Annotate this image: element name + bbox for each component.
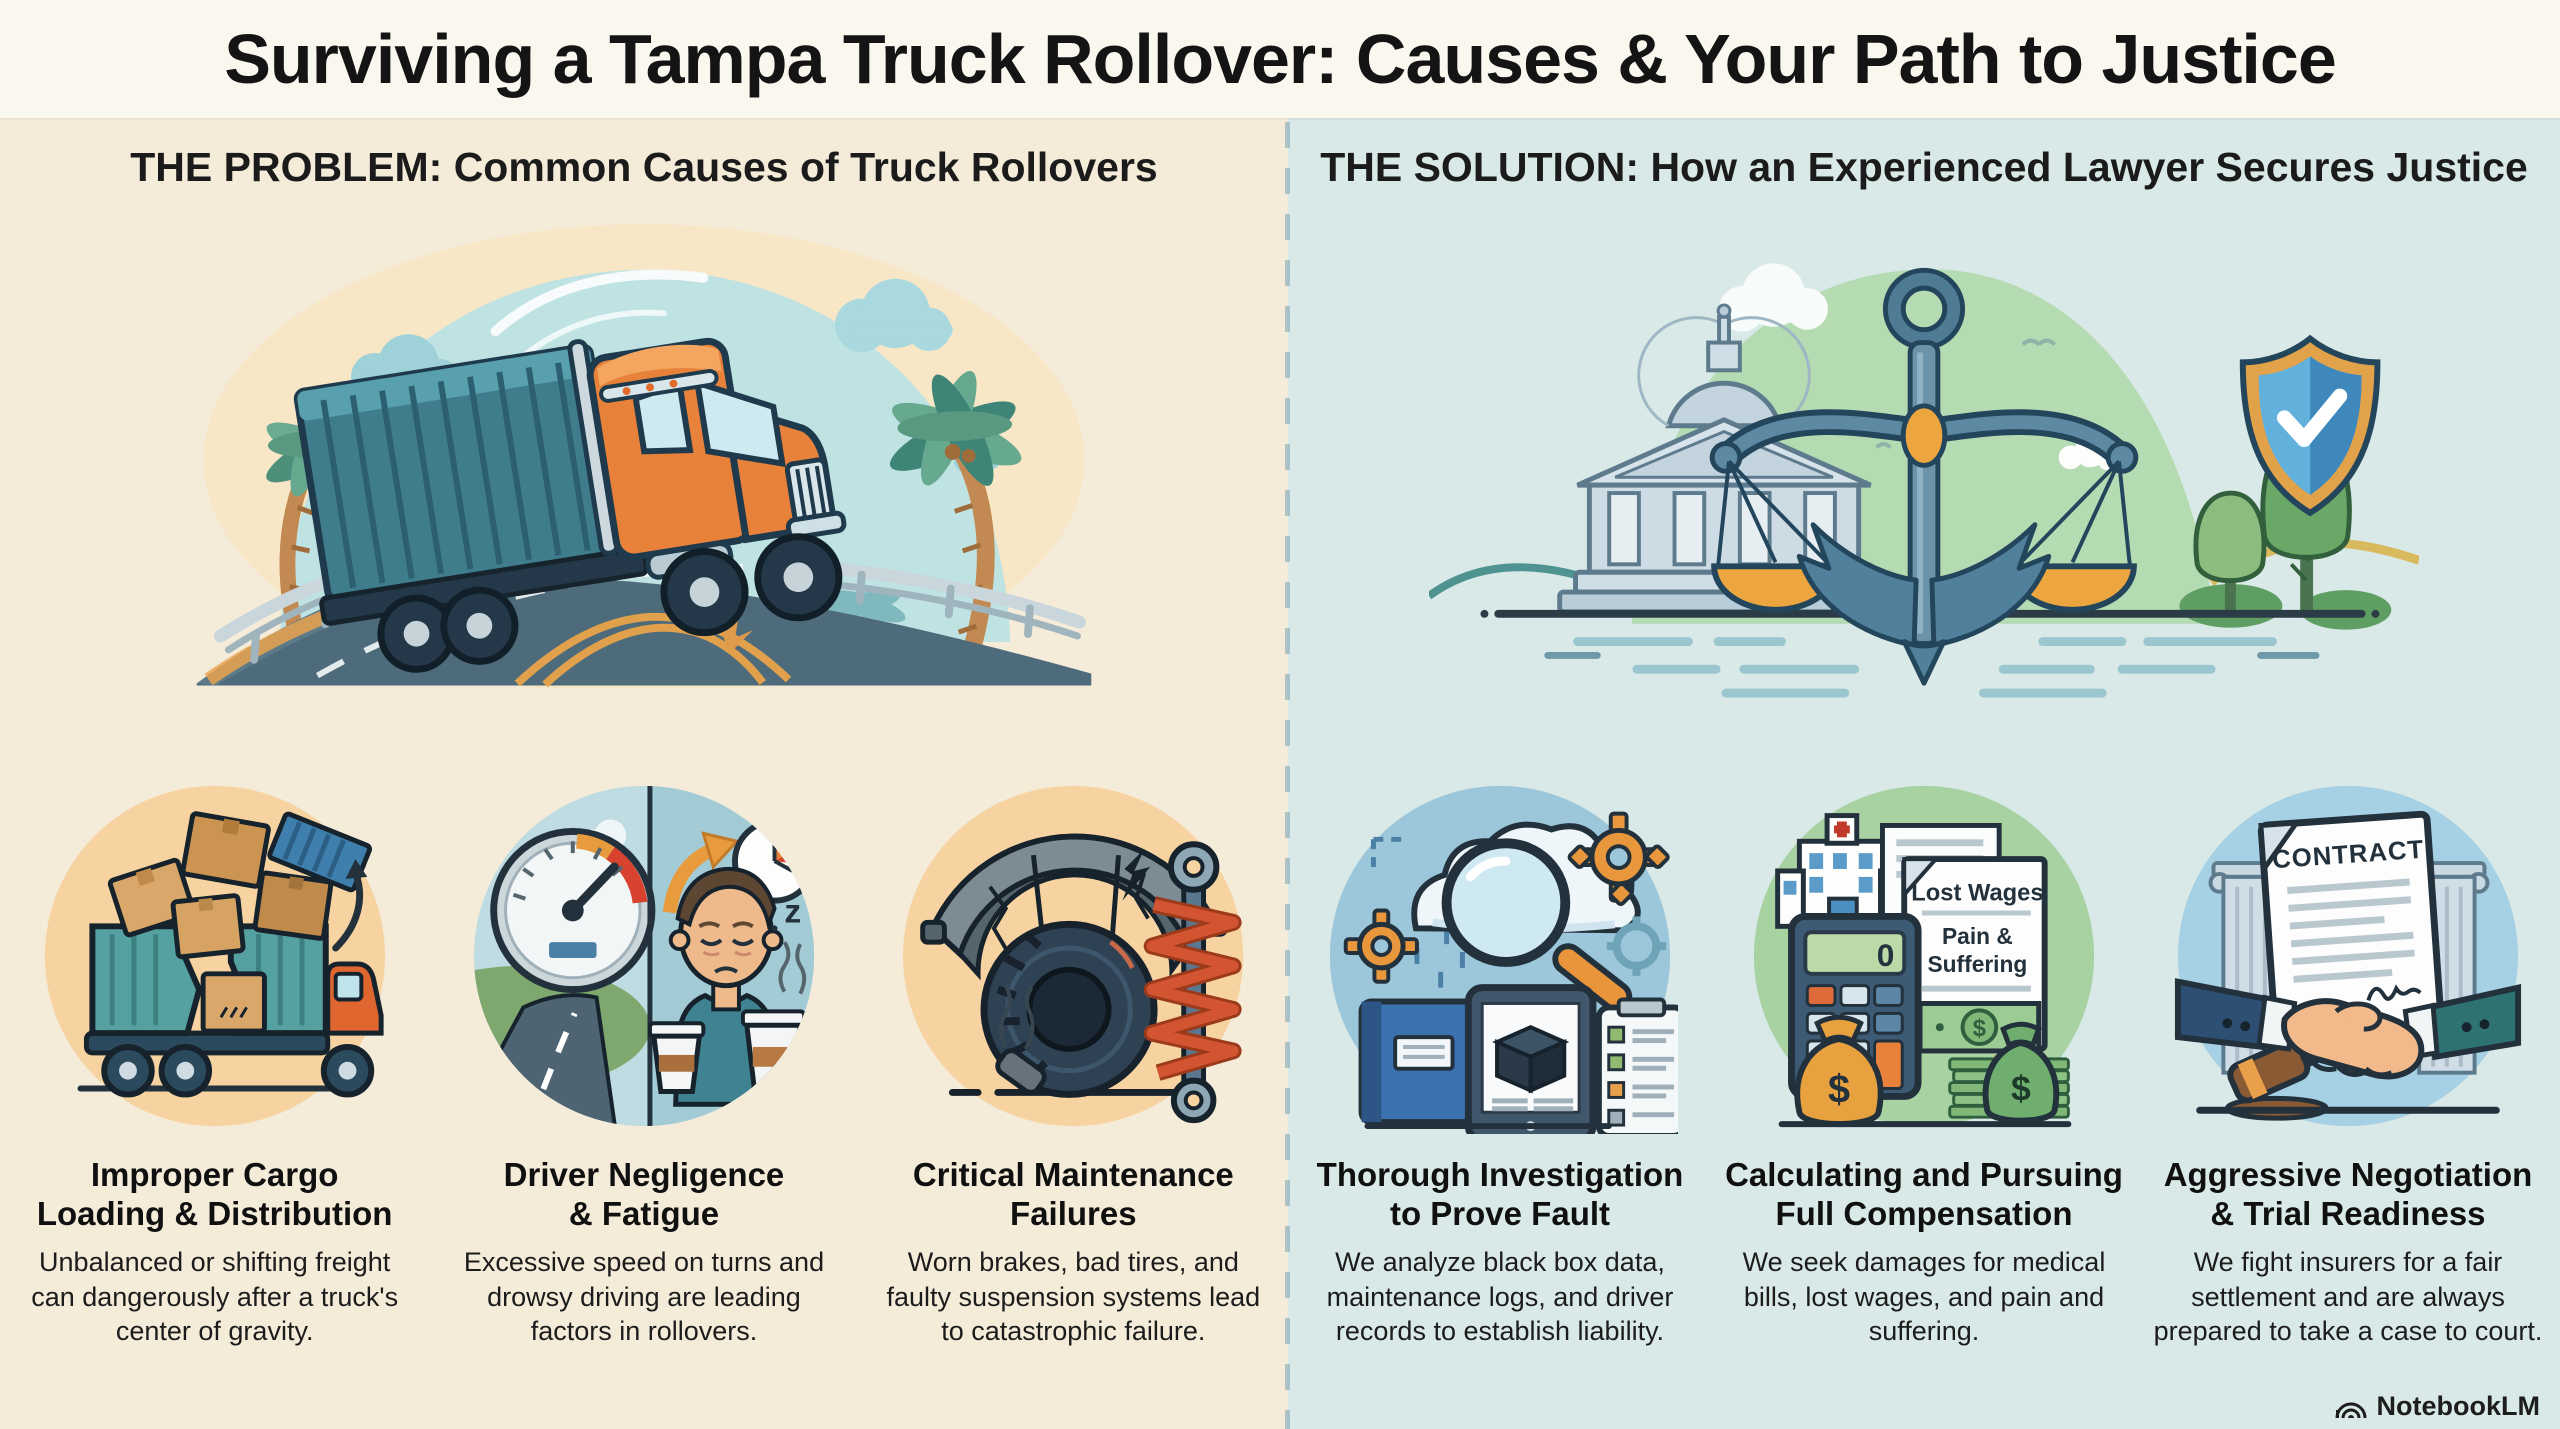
gear-ghost [1606,916,1667,976]
shield-check [2239,334,2381,516]
tire [980,920,1158,1098]
worn-part-smoking [995,984,1048,1095]
pain-text-2: Suffering [1928,951,2028,977]
money-bag-orange: $ [1794,1014,1884,1127]
watermark: NotebookLM [2333,1391,2540,1422]
motion-swoosh [490,269,709,336]
curved-arrow [662,831,740,914]
sleeve-right [2425,983,2522,1061]
maintenance-failure-icon [903,785,1244,1127]
gear-large [1567,811,1670,907]
item-title-line1: Driver Negligence [503,1156,785,1193]
checklist-clipboard [1595,997,1678,1134]
page-title: Surviving a Tampa Truck Rollover: Causes… [224,20,2337,98]
center-divider [1285,122,1290,1429]
title-band: Surviving a Tampa Truck Rollover: Causes… [0,0,2560,118]
item-title: Improper Cargo Loading & Distribution [37,1156,393,1233]
item-body: Worn brakes, bad tires, and faulty suspe… [886,1247,1261,1347]
item-title-line2: to Prove Fault [1389,1194,1611,1232]
notebooklm-logo-icon [2335,1402,2367,1418]
flatbed-truck [83,961,384,1098]
gear-small [1343,908,1419,984]
falling-boxes [107,811,372,1034]
calculator-display: 0 [1877,937,1895,973]
justice-scales-illustration [1429,262,2419,697]
item-title-line1: Calculating and Pursuing [1725,1156,2123,1193]
svg-text:$: $ [1973,1016,1986,1042]
blackbox-tablet [1464,984,1597,1134]
item-title-line1: Improper Cargo [90,1156,339,1193]
negotiation-icon: CONTRACT [2174,785,2522,1127]
solution-item-compensation: Lost Wages Pain & Suffering 0 [1712,778,2136,1349]
solution-header: THE SOLUTION: How an Experienced Lawyer … [1320,144,2528,190]
truck-rollover-illustration [196,223,1092,688]
item-body: Unbalanced or shifting freight can dange… [31,1247,399,1347]
steam [778,941,807,995]
shock-absorber [1144,841,1242,1124]
svg-text:$: $ [2011,1068,2031,1108]
problem-panel: THE PROBLEM: Common Causes of Truck Roll… [0,118,1288,1429]
solution-items: Thorough Investigation to Prove Fault We… [1288,778,2560,1349]
solution-hero [1429,195,2419,700]
item-title-line1: Aggressive Negotiation [2163,1156,2533,1193]
pan-strings [1716,459,2132,568]
problem-items: Improper Cargo Loading & Distribution Un… [0,778,1288,1349]
crack-bolt [1122,849,1151,901]
item-title: Critical Maintenance Failures [913,1156,1234,1233]
cargo-loading-icon [44,785,385,1127]
anchor-scales [1709,267,2139,686]
item-body: We fight insurers for a fair settlement … [2153,1247,2543,1347]
magnifier [1441,838,1633,1013]
item-title: Aggressive Negotiation & Trial Readiness [2164,1156,2533,1233]
solution-panel: THE SOLUTION: How an Experienced Lawyer … [1288,118,2560,1429]
ground-and-water [1480,609,2380,697]
solution-item-negotiation: CONTRACT [2136,778,2560,1349]
item-title: Calculating and Pursuing Full Compensati… [1725,1156,2123,1233]
item-title-line2: Failures [1010,1194,1137,1232]
signature [2366,984,2422,1002]
motion-swoosh-2 [514,309,667,364]
cab-wheels [660,532,843,636]
problem-item-cargo: Improper Cargo Loading & Distribution Un… [0,778,429,1349]
speedometer [490,827,656,994]
money-bag-green: $ [1982,1021,2060,1124]
item-title-line2: & Trial Readiness [2210,1194,2486,1232]
palm-tree-right [889,370,1022,677]
problem-header: THE PROBLEM: Common Causes of Truck Roll… [130,144,1158,190]
evidence-book [1358,998,1478,1126]
handshake [2174,978,2522,1080]
trailer-wheels [377,586,519,673]
pain-text-1: Pain & [1942,923,2013,949]
shift-arrow [331,869,363,952]
item-title-line1: Thorough Investigation [1316,1156,1684,1193]
item-title-line2: Full Compensation [1775,1194,2073,1232]
item-body: We analyze black box data, maintenance l… [1326,1247,1674,1347]
truck [293,337,847,673]
item-title: Driver Negligence & Fatigue [504,1156,785,1233]
solution-item-investigation: Thorough Investigation to Prove Fault We… [1288,778,1712,1349]
item-body: Excessive speed on turns and drowsy driv… [463,1247,825,1347]
investigation-icon [1329,785,1678,1134]
item-title-line1: Critical Maintenance [912,1156,1234,1193]
svg-text:$: $ [1828,1067,1850,1111]
anchor-flukes [1796,521,2052,686]
problem-item-fatigue: z Driver Negligence & Fatigue Excessive … [429,778,858,1349]
compensation-icon: Lost Wages Pain & Suffering 0 [1753,785,2095,1128]
driver-fatigue-icon: z [473,785,815,1127]
clouds [351,278,1004,473]
sleep-z-text: z [784,893,801,930]
problem-item-maintenance: Critical Maintenance Failures Worn brake… [859,778,1288,1349]
item-title-line2: & Fatigue [568,1194,720,1232]
item-title: Thorough Investigation to Prove Fault [1317,1156,1684,1233]
truck-trailer [293,343,649,626]
lost-wages-text: Lost Wages [1911,881,2043,907]
clasped-hands [2281,998,2425,1080]
problem-hero [169,195,1119,700]
watermark-text: NotebookLM [2376,1391,2540,1421]
item-title-line2: Loading & Distribution [36,1194,393,1232]
item-body: We seek damages for medical bills, lost … [1742,1247,2106,1347]
